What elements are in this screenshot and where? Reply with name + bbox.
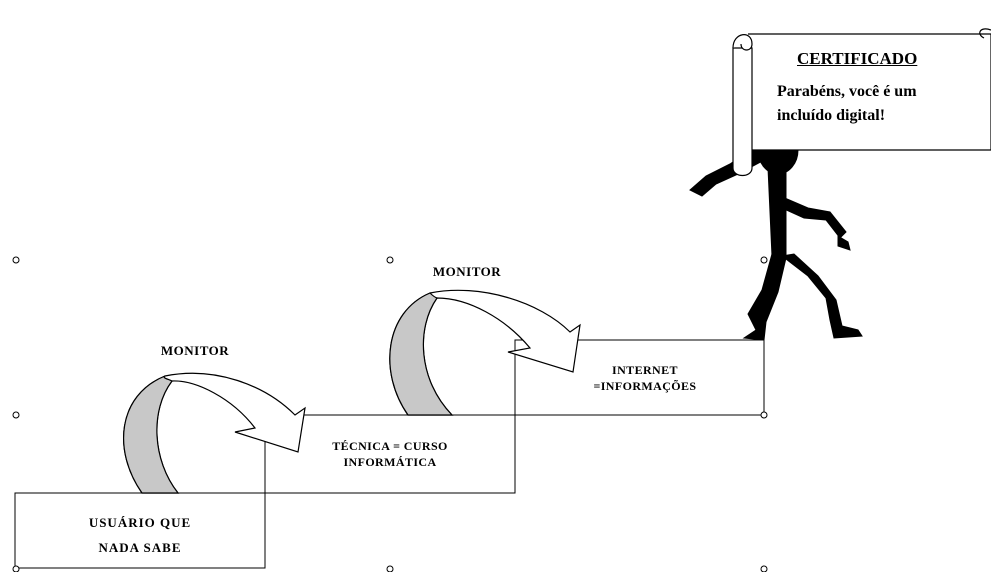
handle [387,566,393,572]
step-label-line: USUÁRIO QUE [15,511,265,536]
handle [761,566,767,572]
monitor-label-2: MONITOR [412,263,522,281]
certificate-title: CERTIFICADO [797,49,917,69]
person-climbing-icon [690,126,862,340]
step-label-line: =INFORMAÇÕES [565,378,725,394]
step-label-line: NADA SABE [15,536,265,561]
certificate-message: Parabéns, você é um incluído digital! [777,80,917,128]
handle [13,412,19,418]
step-label-line: INFORMÁTICA [300,454,480,470]
certificate-line: Parabéns, você é um [777,80,917,104]
handle [761,257,767,263]
handle [13,566,19,572]
certificate-line: incluído digital! [777,104,917,128]
step-label-internet: INTERNET =INFORMAÇÕES [565,362,725,394]
monitor-label-1: MONITOR [140,342,250,360]
handle [387,257,393,263]
step-label-line: TÉCNICA = CURSO [300,438,480,454]
step-label-tecnica: TÉCNICA = CURSO INFORMÁTICA [300,438,480,470]
handle [761,412,767,418]
step-label-usuario: USUÁRIO QUE NADA SABE [15,511,265,560]
step-label-line: INTERNET [565,362,725,378]
handle [13,257,19,263]
